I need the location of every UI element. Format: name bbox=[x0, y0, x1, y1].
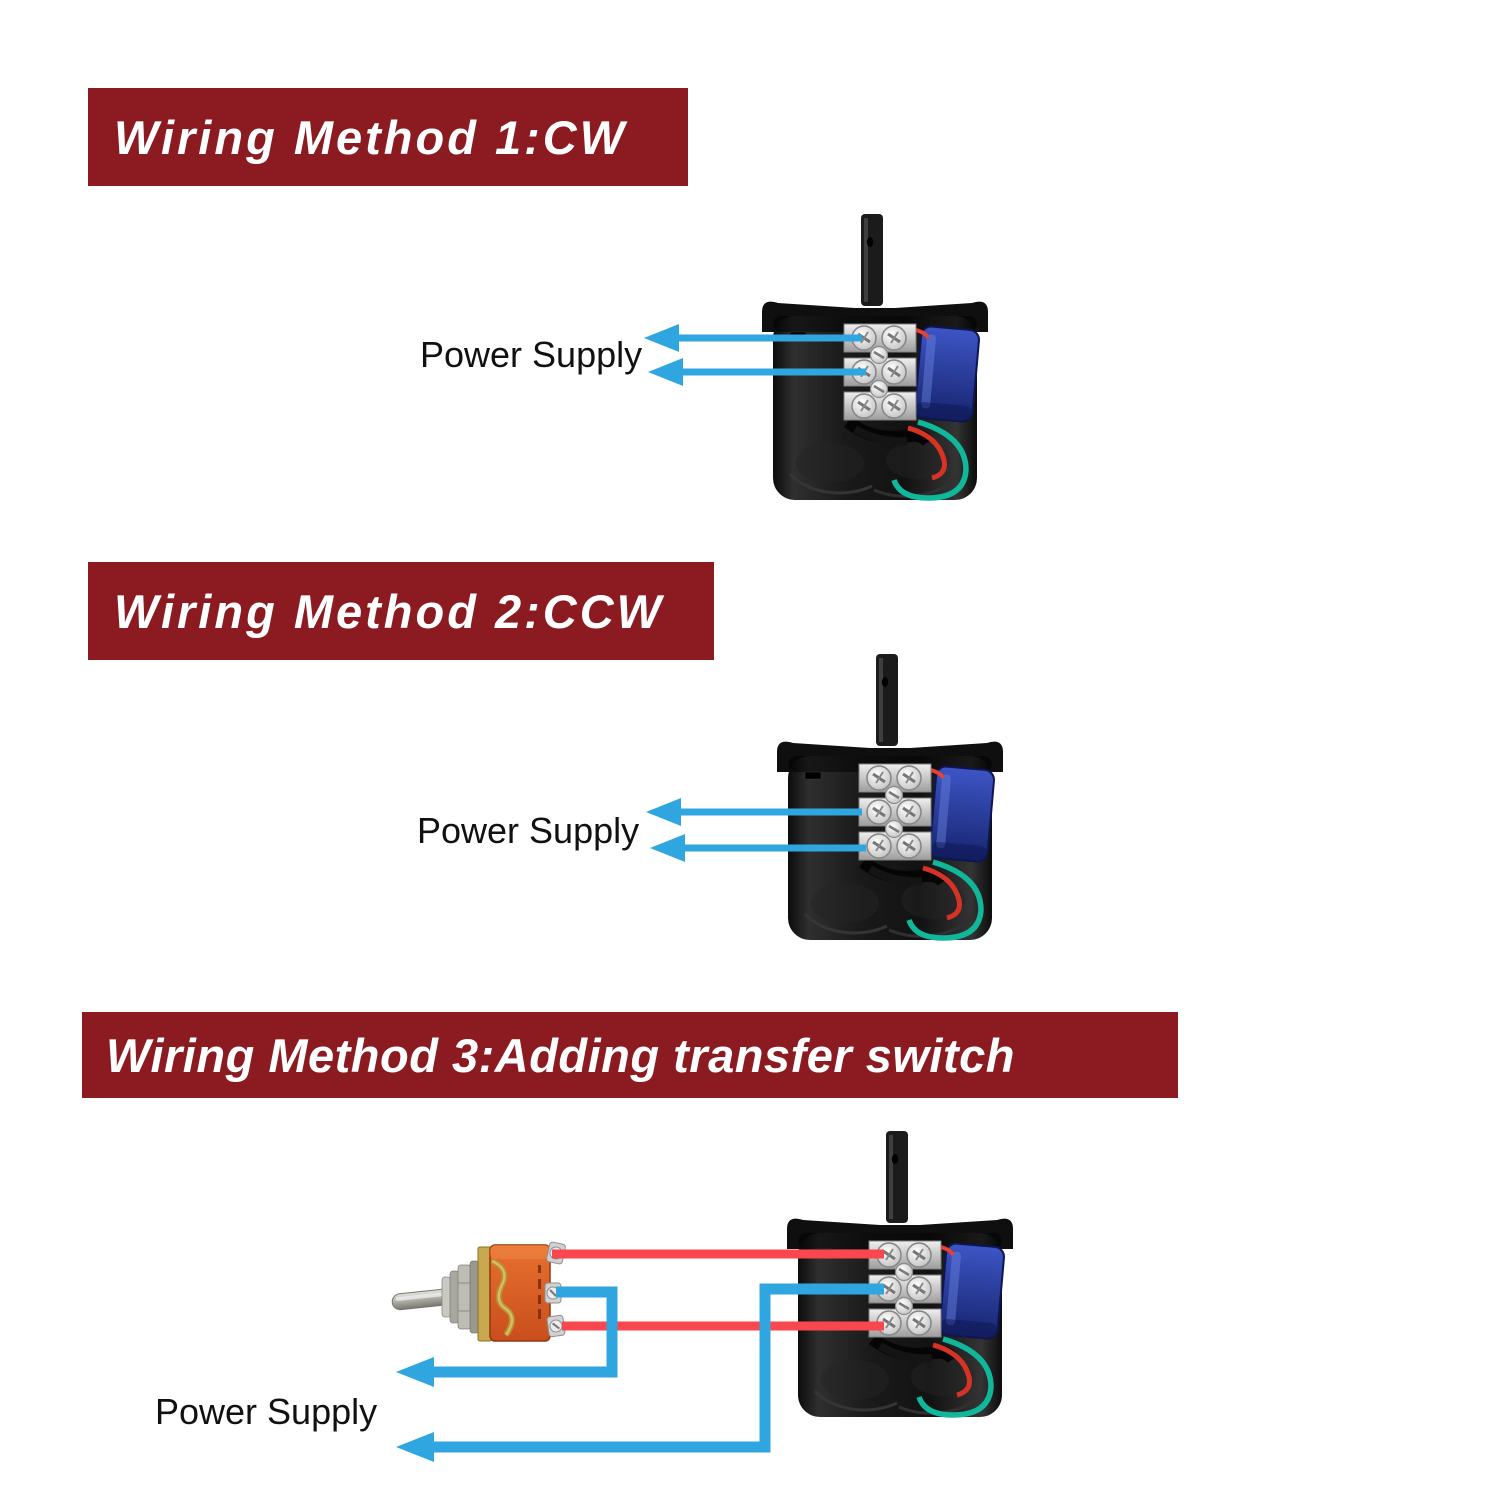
section1-motor-photo bbox=[760, 208, 990, 508]
section3-banner-title: Wiring Method 3:Adding transfer switch bbox=[106, 1028, 1015, 1082]
arrow-left-icon bbox=[650, 834, 685, 862]
section1-power-supply-label: Power Supply bbox=[420, 334, 643, 375]
arrow-left-icon bbox=[648, 358, 683, 386]
arrow-left-icon bbox=[646, 798, 681, 826]
toggle-switch-photo bbox=[390, 1237, 568, 1347]
section3-motor-photo bbox=[785, 1125, 1015, 1425]
section2-motor-photo bbox=[775, 648, 1005, 948]
arrow-left-icon bbox=[396, 1357, 434, 1387]
arrow-left-icon bbox=[644, 324, 679, 352]
arrow-left-icon bbox=[396, 1432, 434, 1462]
section1-banner: Wiring Method 1:CW bbox=[88, 88, 688, 186]
section3-banner: Wiring Method 3:Adding transfer switch bbox=[82, 1012, 1178, 1098]
section1-banner-title: Wiring Method 1:CW bbox=[114, 110, 628, 164]
section3-power-supply-label: Power Supply bbox=[155, 1391, 378, 1432]
section2-banner-title: Wiring Method 2:CCW bbox=[114, 584, 664, 638]
section2-banner: Wiring Method 2:CCW bbox=[88, 562, 714, 660]
section2-power-supply-label: Power Supply bbox=[417, 810, 640, 851]
